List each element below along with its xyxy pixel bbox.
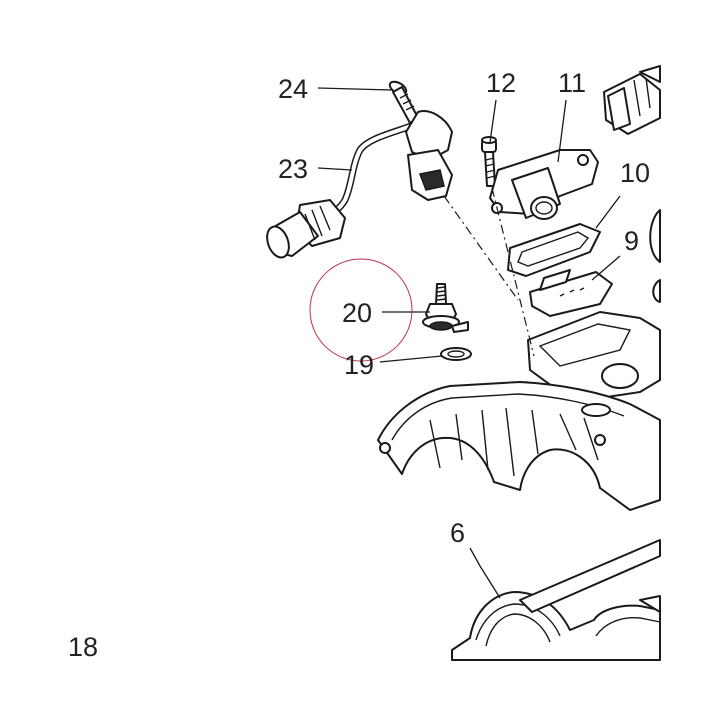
upper-housing: [527, 209, 661, 399]
part-19-washer: [440, 347, 472, 361]
highlight-circle: [309, 258, 413, 362]
part-10-gasket: [507, 223, 601, 277]
callout-23: 23: [278, 154, 308, 184]
part-24-bolt: [388, 80, 419, 124]
part-11-valve: [489, 149, 599, 220]
callout-9: 9: [624, 226, 639, 256]
callout-labels: 24 12 11 23 10 9 20 19 6 18: [68, 68, 650, 662]
centerline-sensor: [443, 195, 519, 301]
part-12-screw: [481, 136, 497, 187]
leader-lines: [317, 87, 621, 599]
main-cover: [377, 381, 661, 511]
callout-6: 6: [450, 518, 465, 548]
part-9-bracket: [529, 269, 613, 317]
page-number: 18: [68, 632, 98, 662]
part-20-stud: [422, 283, 469, 333]
callout-24: 24: [278, 74, 308, 104]
callout-10: 10: [620, 158, 650, 188]
connector-23: [266, 199, 346, 259]
callout-20: 20: [342, 298, 372, 328]
sensor-body: [405, 110, 453, 201]
callout-19: 19: [344, 350, 374, 380]
callout-11: 11: [558, 68, 586, 98]
connector-top-right: [603, 65, 661, 135]
callout-12: 12: [486, 68, 516, 98]
part-23-sensor-cable: [266, 114, 430, 259]
part-6-lower-cover: [451, 539, 661, 661]
